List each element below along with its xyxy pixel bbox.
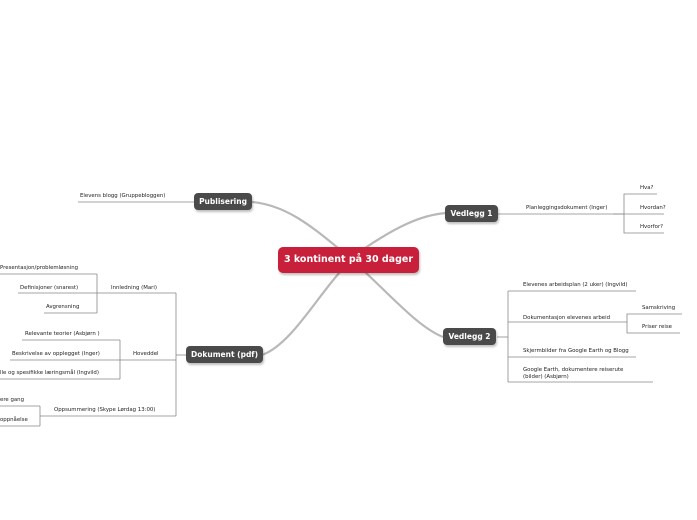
leaf-oppsummering[interactable]: Oppsummering (Skype Lørdag 13:00) <box>54 407 156 413</box>
connector-vedlegg2 <box>364 271 444 339</box>
leaf-google-earth-cont: (bilder) (Asbjørn) <box>523 374 569 380</box>
leaf-priser-reise[interactable]: Priser reise <box>642 324 672 330</box>
node-dokument[interactable]: Dokument (pdf) <box>186 346 263 363</box>
leaf-laeringsmal[interactable]: lle og spesifikke læringsmål (Ingvild) <box>0 370 99 376</box>
leaf-presentasjon[interactable]: Presentasjon/problemløsning <box>0 265 79 271</box>
leaf-maloppnaelse[interactable]: oppnåelse <box>0 417 28 423</box>
publisering-label: Publisering <box>199 197 247 206</box>
leaf-definisjoner[interactable]: Definisjoner (snarest) <box>20 285 79 291</box>
vedlegg1-label: Vedlegg 1 <box>450 209 493 218</box>
node-vedlegg2[interactable]: Vedlegg 2 <box>443 328 496 345</box>
leaf-relevante-teorier[interactable]: Relevante teorier (Asbjørn ) <box>25 331 100 337</box>
leaf-planleggingsdokument[interactable]: Planleggingsdokument (Inger) <box>526 205 608 211</box>
root-node[interactable]: 3 kontinent på 30 dager <box>278 247 419 273</box>
leaf-hvordan[interactable]: Hvordan? <box>640 205 666 211</box>
node-publisering[interactable]: Publisering <box>194 193 252 210</box>
connector-vedlegg1 <box>364 211 447 249</box>
connector-publisering <box>251 200 339 249</box>
leaf-elevens-blogg[interactable]: Elevens blogg (Gruppebloggen) <box>80 193 166 199</box>
leaf-samskriving[interactable]: Samskriving <box>642 305 676 311</box>
leaf-hvorfor[interactable]: Hvorfor? <box>640 224 664 230</box>
leaf-skjermbilder[interactable]: Skjermbilder fra Google Earth og Blogg <box>523 348 629 354</box>
leaf-innledning[interactable]: Innledning (Mari) <box>111 285 157 291</box>
leaf-neste-gang[interactable]: ere gang <box>0 397 25 403</box>
leaf-hoveddel[interactable]: Hoveddel <box>133 351 159 357</box>
dokument-label: Dokument (pdf) <box>191 350 258 359</box>
root-label: 3 kontinent på 30 dager <box>283 254 414 265</box>
leaf-google-earth[interactable]: Google Earth, dokumentere reiserute <box>523 367 624 373</box>
vedlegg2-label: Vedlegg 2 <box>448 332 491 341</box>
leaf-hva[interactable]: Hva? <box>640 185 654 191</box>
leaf-avgrensning[interactable]: Avgrensning <box>46 304 80 310</box>
connector-dokument <box>261 271 341 357</box>
node-vedlegg1[interactable]: Vedlegg 1 <box>445 205 498 222</box>
leaf-arbeidsplan[interactable]: Elevenes arbeidsplan (2 uker) (Ingvild) <box>523 282 628 288</box>
leaf-beskrivelse[interactable]: Beskrivelse av opplegget (Inger) <box>12 351 100 357</box>
leaf-dokumentasjon[interactable]: Dokumentasjon elevenes arbeid <box>523 315 611 321</box>
